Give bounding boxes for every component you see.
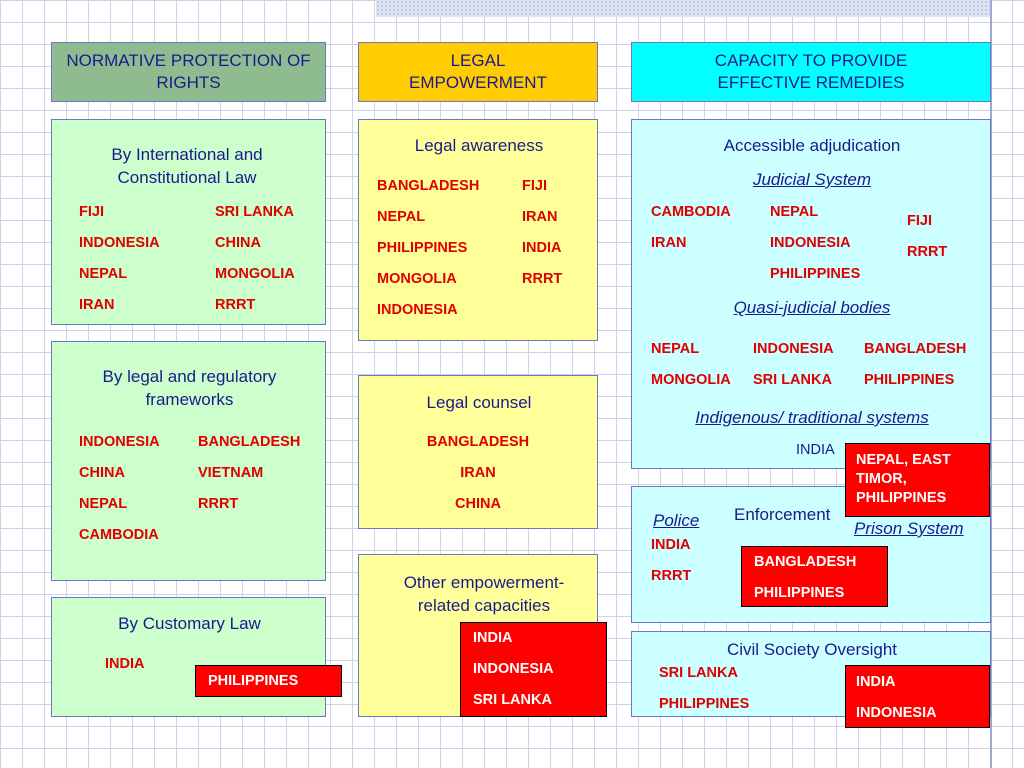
country-item: SRI LANKA: [215, 204, 294, 220]
decorative-band: [376, 0, 990, 17]
country-item: NEPAL: [79, 496, 128, 512]
police-label: Police: [653, 511, 700, 530]
header-capacity: CAPACITY TO PROVIDE EFFECTIVE REMEDIES: [631, 42, 991, 102]
header-capacity-label: CAPACITY TO PROVIDE EFFECTIVE REMEDIES: [714, 51, 908, 92]
indigenous-red-box: NEPAL, EAST TIMOR, PHILIPPINES: [845, 443, 990, 517]
country-item: MONGOLIA: [377, 271, 457, 287]
red-country-item: BANGLADESH: [754, 554, 857, 570]
country-item: MONGOLIA: [215, 266, 295, 282]
country-item: INDIA: [651, 537, 691, 553]
customary-box: By Customary Law: [51, 597, 326, 717]
country-item: RRRT: [215, 297, 256, 313]
red-country-item: INDONESIA: [473, 661, 554, 677]
country-item: NEPAL: [377, 209, 426, 225]
country-item: VIETNAM: [198, 465, 264, 481]
country-item: RRRT: [198, 496, 239, 512]
red-country-item: SRI LANKA: [473, 692, 552, 708]
adjudication-box: Accessible adjudication Judicial System …: [631, 119, 991, 469]
country-item: CAMBODIA: [651, 204, 731, 220]
quasi-judicial-label: Quasi-judicial bodies: [733, 298, 891, 317]
header-legal-label: LEGAL EMPOWERMENT: [409, 51, 547, 92]
other-capacities-red-box: INDIA INDONESIA SRI LANKA: [460, 622, 607, 717]
indigenous-red-text: NEPAL, EAST TIMOR, PHILIPPINES: [856, 452, 951, 506]
country-item: INDIA: [105, 656, 145, 672]
civil-red-box: INDIA INDONESIA: [845, 665, 990, 728]
indigenous-plain-item: INDIA: [796, 442, 835, 458]
country-item: IRAN: [79, 297, 115, 313]
indigenous-label: Indigenous/ traditional systems: [695, 408, 929, 427]
country-item: PHILIPPINES: [377, 240, 468, 256]
customary-red-box: PHILIPPINES: [195, 665, 342, 697]
country-item: CHINA: [215, 235, 261, 251]
country-item: INDONESIA: [770, 235, 851, 251]
international-law-title: By International and Constitutional Law: [111, 145, 263, 187]
regulatory-title: By legal and regulatory frameworks: [102, 367, 277, 409]
country-item: PHILIPPINES: [864, 372, 955, 388]
country-item: IRAN: [522, 209, 558, 225]
country-item: INDONESIA: [79, 235, 160, 251]
prison-system-label: Prison System: [854, 519, 964, 538]
legal-awareness-box: Legal awareness: [358, 119, 598, 341]
country-item: NEPAL: [651, 341, 700, 357]
customary-title: By Customary Law: [118, 614, 261, 633]
country-item: MONGOLIA: [651, 372, 731, 388]
legal-counsel-title: Legal counsel: [426, 393, 532, 412]
red-country-item: INDIA: [473, 630, 513, 646]
adjudication-title: Accessible adjudication: [723, 136, 901, 155]
red-country-item: INDIA: [856, 674, 896, 690]
header-normative: NORMATIVE PROTECTION OF RIGHTS: [51, 42, 326, 102]
prison-red-box: BANGLADESH PHILIPPINES: [741, 546, 888, 607]
international-law-box: By International and Constitutional Law: [51, 119, 326, 325]
country-item: FIJI: [79, 204, 104, 220]
legal-counsel-box: Legal counsel: [358, 375, 598, 529]
country-item: BANGLADESH: [864, 341, 967, 357]
red-country-item: PHILIPPINES: [754, 585, 845, 601]
regulatory-box: By legal and regulatory frameworks: [51, 341, 326, 581]
country-item: RRRT: [522, 271, 563, 287]
country-item: FIJI: [907, 213, 932, 229]
country-item: BANGLADESH: [426, 434, 530, 450]
country-item: SRI LANKA: [753, 372, 832, 388]
country-item: SRI LANKA: [659, 665, 738, 681]
country-item: RRRT: [651, 568, 692, 584]
judicial-system-label: Judicial System: [752, 170, 872, 189]
red-country-item: PHILIPPINES: [208, 673, 299, 689]
country-item: INDONESIA: [753, 341, 834, 357]
country-item: NEPAL: [770, 204, 819, 220]
enforcement-title: Enforcement: [734, 505, 831, 524]
country-item: BANGLADESH: [198, 434, 301, 450]
country-item: CHINA: [455, 496, 501, 512]
country-item: BANGLADESH: [377, 178, 480, 194]
country-item: PHILIPPINES: [770, 266, 861, 282]
country-item: CHINA: [79, 465, 125, 481]
country-item: INDONESIA: [377, 302, 458, 318]
decorative-line: [990, 0, 992, 768]
country-item: INDONESIA: [79, 434, 160, 450]
country-item: IRAN: [651, 235, 687, 251]
country-item: IRAN: [460, 465, 496, 481]
legal-awareness-title: Legal awareness: [414, 136, 544, 155]
other-capacities-title: Other empowerment-related capacities: [403, 573, 565, 615]
red-country-item: INDONESIA: [856, 705, 937, 721]
civil-society-title: Civil Society Oversight: [726, 640, 898, 659]
country-item: INDIA: [522, 240, 562, 256]
country-item: PHILIPPINES: [659, 696, 750, 712]
country-item: NEPAL: [79, 266, 128, 282]
header-normative-label: NORMATIVE PROTECTION OF RIGHTS: [66, 51, 311, 92]
country-item: FIJI: [522, 178, 547, 194]
country-item: RRRT: [907, 244, 948, 260]
header-legal: LEGAL EMPOWERMENT: [358, 42, 598, 102]
country-item: CAMBODIA: [79, 527, 159, 543]
